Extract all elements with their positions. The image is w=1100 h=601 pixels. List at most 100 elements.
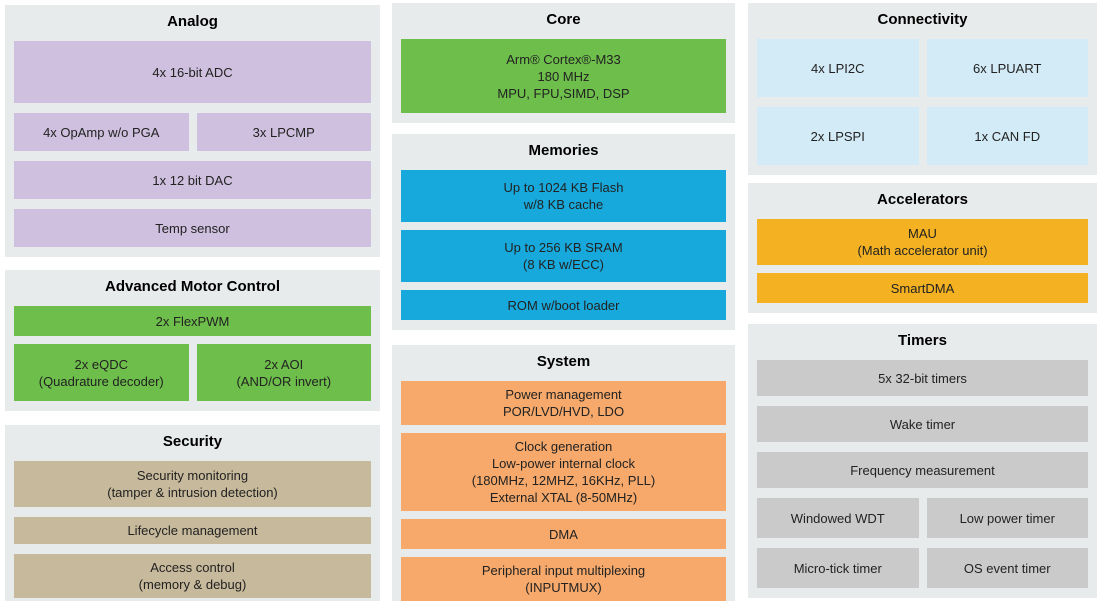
lifecycle-label: Lifecycle management <box>127 523 258 538</box>
system-panel: System Power management POR/LVD/HVD, LDO… <box>392 345 735 601</box>
motor-control-row: 2x eQDC (Quadrature decoder) 2x AOI (AND… <box>14 344 371 401</box>
connectivity-body: 4x LPI2C 6x LPUART 2x LPSPI 1x CAN FD <box>757 39 1088 165</box>
aoi-line-2: (AND/OR invert) <box>236 373 332 389</box>
motor-control-title: Advanced Motor Control <box>105 278 280 295</box>
motor-control-panel: Advanced Motor Control 2x FlexPWM 2x eQD… <box>5 270 380 411</box>
analog-temp-sensor-label: Temp sensor <box>155 220 230 236</box>
mau-block: MAU (Math accelerator unit) <box>757 219 1088 265</box>
analog-temp-sensor-block: Temp sensor <box>14 209 371 247</box>
lpspi-block: 2x LPSPI <box>757 107 919 165</box>
column-right: Connectivity 4x LPI2C 6x LPUART 2x LPSPI <box>748 3 1097 598</box>
micro-tick-timer-block: Micro-tick timer <box>757 548 919 588</box>
security-title: Security <box>162 433 223 450</box>
core-body: Arm® Cortex®-M33 180 MHz MPU, FPU,SIMD, … <box>401 39 726 113</box>
system-body: Power management POR/LVD/HVD, LDO Clock … <box>401 381 726 601</box>
eqdc-line-1: 2x eQDC <box>74 356 128 372</box>
analog-opamp-label: 4x OpAmp w/o PGA <box>43 124 160 140</box>
memories-body: Up to 1024 KB Flash w/8 KB cache Up to 2… <box>401 170 726 320</box>
canfd-label: 1x CAN FD <box>974 128 1041 144</box>
cortex-m33-line-1: Arm® Cortex®-M33 <box>506 51 621 67</box>
clock-generation-block: Clock generation Low-power internal cloc… <box>401 433 726 511</box>
column-middle: Core Arm® Cortex®-M33 180 MHz MPU, FPU,S… <box>392 3 735 601</box>
flash-block: Up to 1024 KB Flash w/8 KB cache <box>401 170 726 222</box>
power-management-line-2: POR/LVD/HVD, LDO <box>502 404 625 419</box>
lifecycle-block: Lifecycle management <box>14 517 371 544</box>
motor-control-body: 2x FlexPWM 2x eQDC (Quadrature decoder) … <box>14 306 371 401</box>
flexpwm-block: 2x FlexPWM <box>14 306 371 336</box>
canfd-block: 1x CAN FD <box>926 107 1088 165</box>
mau-line-2: (Math accelerator unit) <box>857 243 988 258</box>
lpi2c-block: 4x LPI2C <box>757 39 919 97</box>
core-panel: Core Arm® Cortex®-M33 180 MHz MPU, FPU,S… <box>392 3 735 123</box>
low-power-timer-block: Low power timer <box>926 498 1088 538</box>
analog-lpcmp-label: 3x LPCMP <box>252 124 315 140</box>
inputmux-line-1: Peripheral input multiplexing <box>481 563 646 578</box>
sram-block: Up to 256 KB SRAM (8 KB w/ECC) <box>401 230 726 282</box>
timers-row-1: Windowed WDT Low power timer <box>757 498 1088 538</box>
clock-generation-line-4: External XTAL (8-50MHz) <box>489 490 638 505</box>
access-control-line-2: (memory & debug) <box>138 577 247 592</box>
aoi-line-1: 2x AOI <box>264 356 304 372</box>
memories-panel: Memories Up to 1024 KB Flash w/8 KB cach… <box>392 134 735 330</box>
flexpwm-label: 2x FlexPWM <box>155 313 230 329</box>
lpi2c-label: 4x LPI2C <box>811 60 865 76</box>
analog-dac-block: 1x 12 bit DAC <box>14 161 371 199</box>
eqdc-line-2: (Quadrature decoder) <box>38 373 164 389</box>
sram-line-2: (8 KB w/ECC) <box>523 257 604 272</box>
system-title: System <box>536 353 591 370</box>
security-monitoring-line-1: Security monitoring <box>136 468 249 483</box>
32bit-timers-block: 5x 32-bit timers <box>757 360 1088 396</box>
analog-adc-block: 4x 16-bit ADC <box>14 41 371 103</box>
analog-panel: Analog 4x 16-bit ADC 4x OpAmp w/o PGA 3x… <box>5 5 380 257</box>
lpuart-block: 6x LPUART <box>926 39 1088 97</box>
clock-generation-line-3: (180MHz, 12MHZ, 16KHz, PLL) <box>471 473 656 488</box>
accelerators-panel: Accelerators MAU (Math accelerator unit)… <box>748 183 1097 313</box>
mau-line-1: MAU <box>908 226 937 241</box>
analog-row: 4x OpAmp w/o PGA 3x LPCMP <box>14 113 371 151</box>
flash-line-2: w/8 KB cache <box>523 197 604 212</box>
memories-title: Memories <box>528 142 599 159</box>
access-control-block: Access control (memory & debug) <box>14 554 371 598</box>
analog-adc-label: 4x 16-bit ADC <box>152 64 233 80</box>
low-power-timer-label: Low power timer <box>959 510 1055 526</box>
smartdma-label: SmartDMA <box>890 280 955 296</box>
frequency-measurement-label: Frequency measurement <box>850 462 995 478</box>
cortex-m33-line-2: 180 MHz <box>537 68 590 84</box>
frequency-measurement-block: Frequency measurement <box>757 452 1088 488</box>
access-control-line-1: Access control <box>150 560 235 575</box>
os-event-timer-label: OS event timer <box>963 560 1051 576</box>
windowed-wdt-block: Windowed WDT <box>757 498 919 538</box>
sram-line-1: Up to 256 KB SRAM <box>504 240 623 255</box>
analog-title: Analog <box>167 13 218 30</box>
timers-body: 5x 32-bit timers Wake timer Frequency me… <box>757 360 1088 588</box>
power-management-block: Power management POR/LVD/HVD, LDO <box>401 381 726 425</box>
timers-panel: Timers 5x 32-bit timers Wake timer Frequ… <box>748 324 1097 598</box>
power-management-line-1: Power management <box>505 387 622 402</box>
clock-generation-line-2: Low-power internal clock <box>491 456 636 471</box>
analog-dac-label: 1x 12 bit DAC <box>152 172 233 188</box>
dma-block: DMA <box>401 519 726 549</box>
cortex-m33-block: Arm® Cortex®-M33 180 MHz MPU, FPU,SIMD, … <box>401 39 726 113</box>
accelerators-title: Accelerators <box>877 191 968 208</box>
smartdma-block: SmartDMA <box>757 273 1088 303</box>
timers-row-2: Micro-tick timer OS event timer <box>757 548 1088 588</box>
aoi-block: 2x AOI (AND/OR invert) <box>196 344 371 401</box>
analog-body: 4x 16-bit ADC 4x OpAmp w/o PGA 3x LPCMP … <box>14 41 371 247</box>
rom-label: ROM w/boot loader <box>507 297 620 313</box>
connectivity-title: Connectivity <box>877 11 968 28</box>
os-event-timer-block: OS event timer <box>926 548 1088 588</box>
analog-lpcmp-block: 3x LPCMP <box>196 113 371 151</box>
analog-opamp-block: 4x OpAmp w/o PGA <box>14 113 189 151</box>
lpuart-label: 6x LPUART <box>973 60 1042 76</box>
security-monitoring-line-2: (tamper & intrusion detection) <box>107 485 278 500</box>
column-left: Analog 4x 16-bit ADC 4x OpAmp w/o PGA 3x… <box>5 5 380 601</box>
accelerators-body: MAU (Math accelerator unit) SmartDMA <box>757 219 1088 303</box>
eqdc-block: 2x eQDC (Quadrature decoder) <box>14 344 189 401</box>
windowed-wdt-label: Windowed WDT <box>790 510 885 526</box>
lpspi-label: 2x LPSPI <box>810 128 865 144</box>
core-title: Core <box>546 11 581 28</box>
security-body: Security monitoring (tamper & intrusion … <box>14 461 371 598</box>
flash-line-1: Up to 1024 KB Flash <box>503 180 624 195</box>
connectivity-row-1: 4x LPI2C 6x LPUART <box>757 39 1088 97</box>
